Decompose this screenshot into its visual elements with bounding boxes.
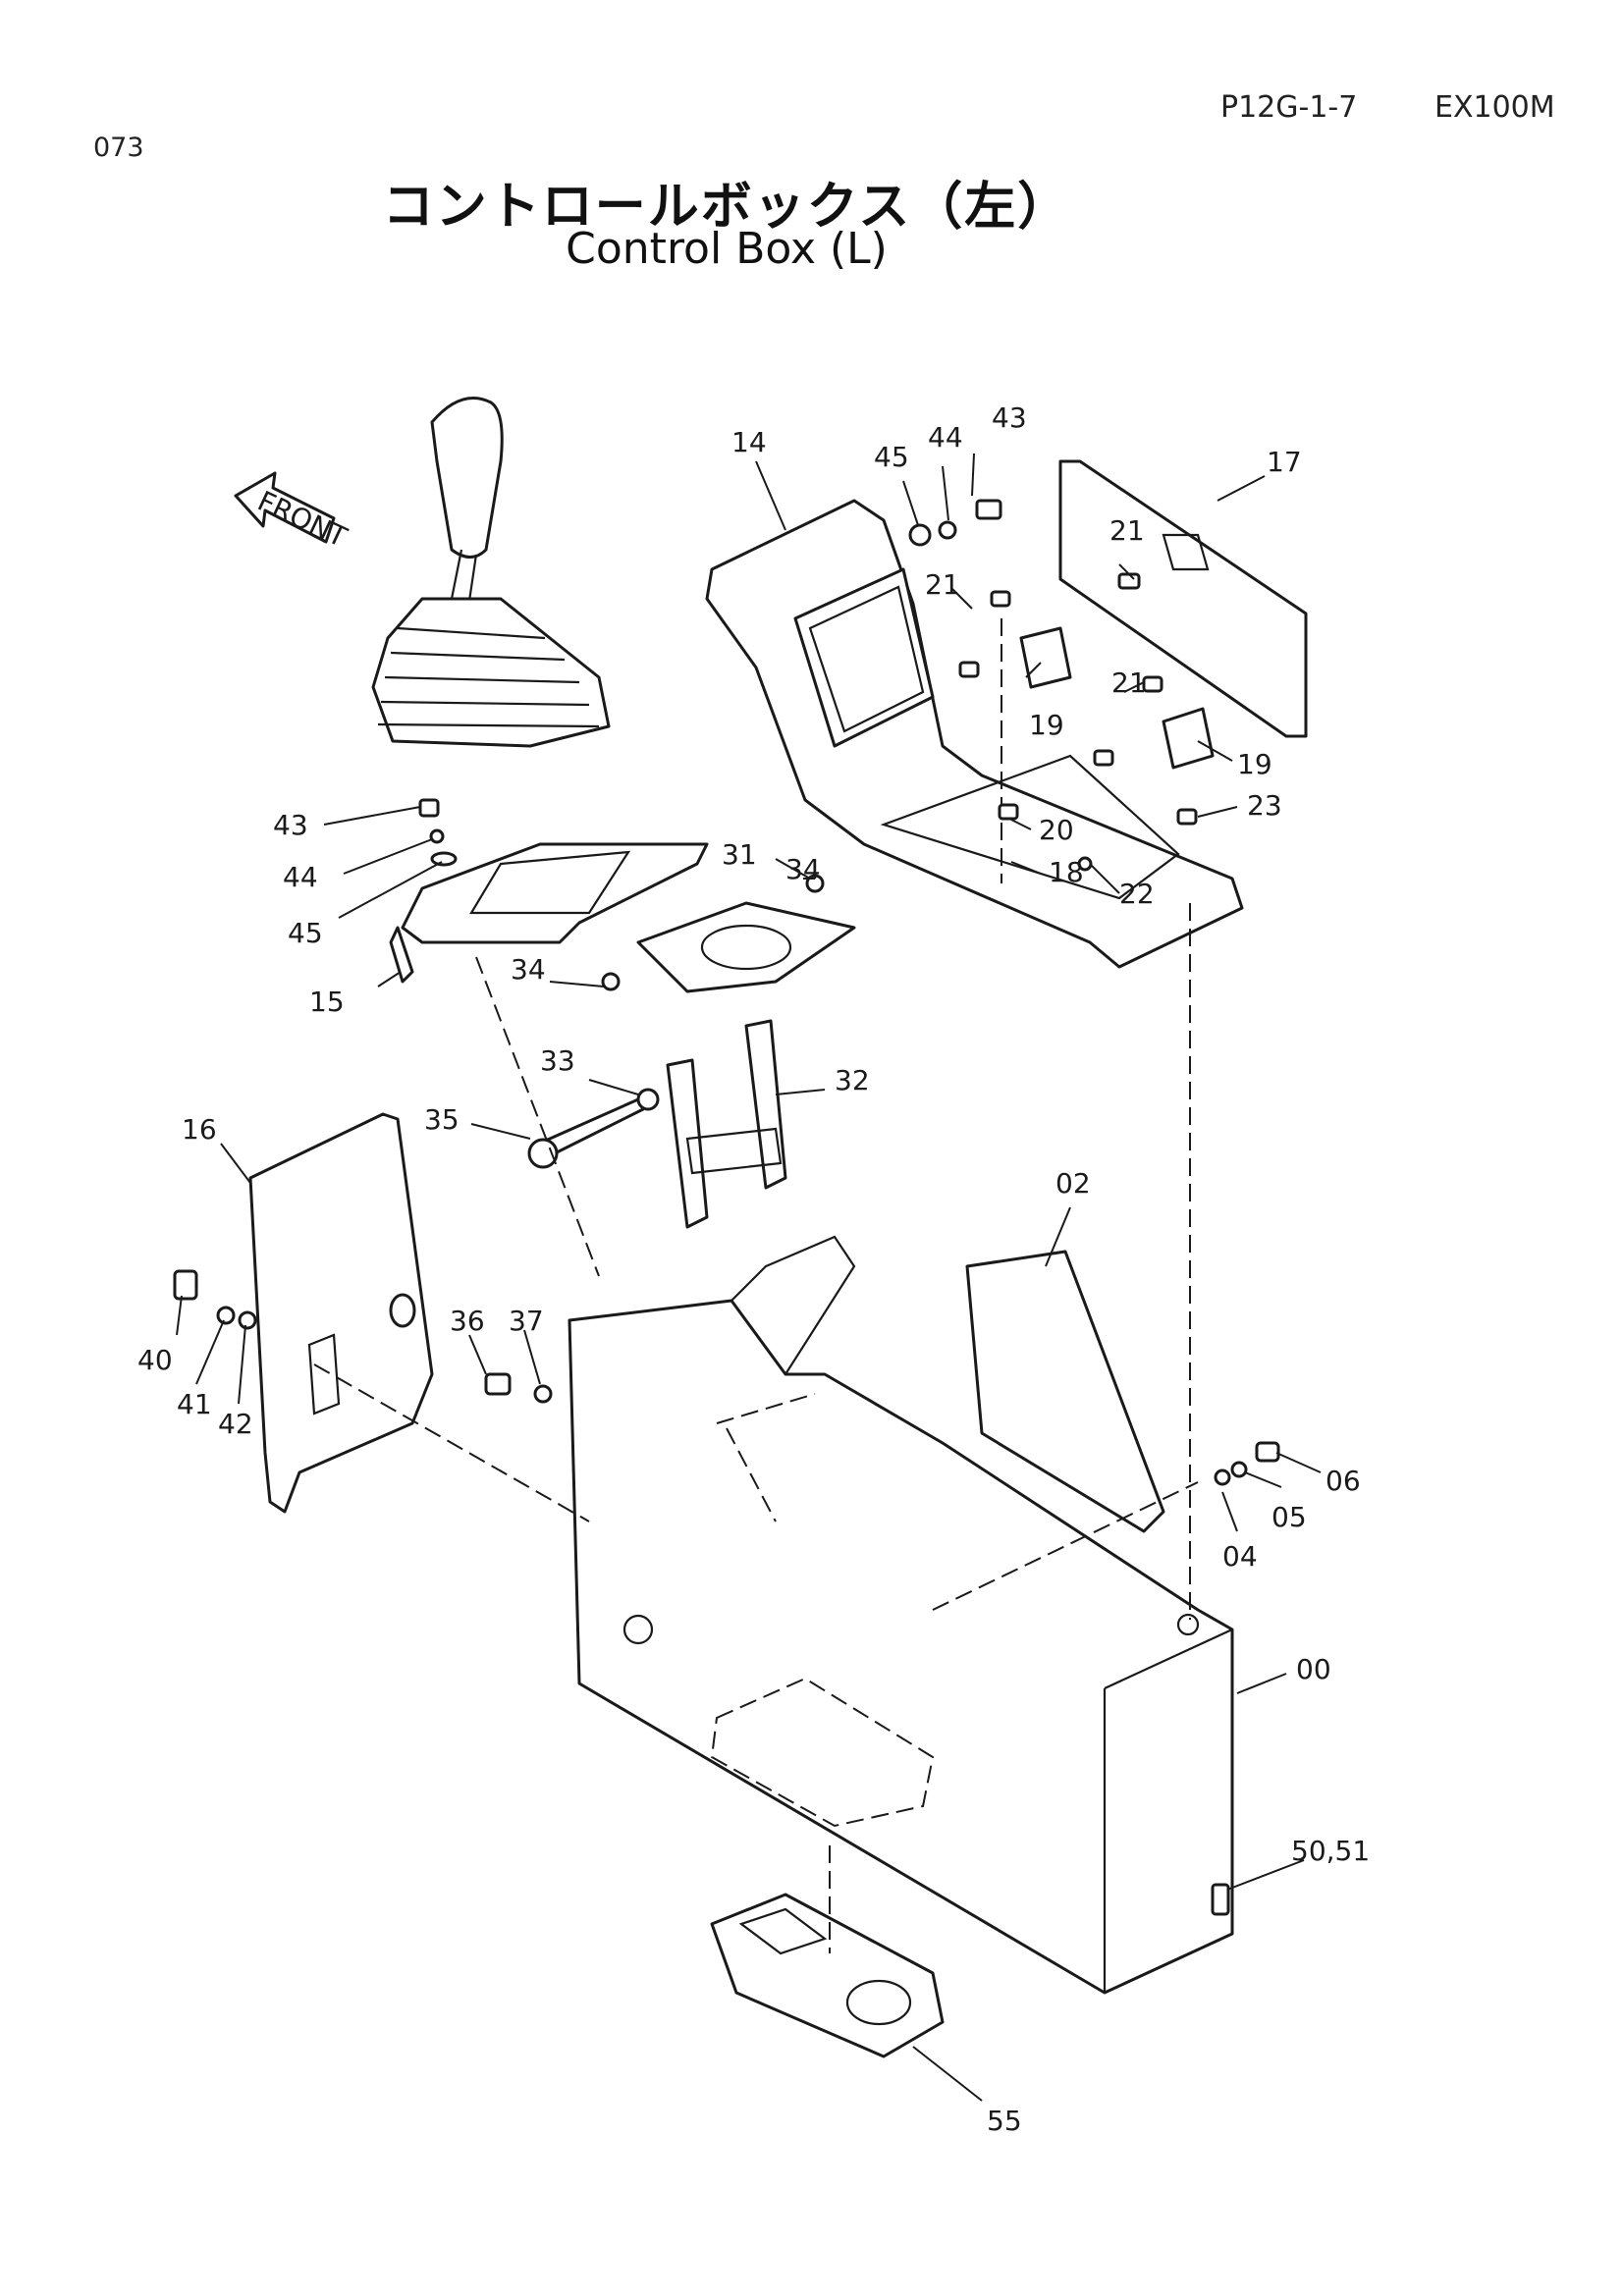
callout-15: 15: [309, 986, 345, 1018]
control-lever: [371, 397, 611, 748]
callout-43b: 43: [992, 401, 1027, 434]
callout-45b: 45: [874, 441, 909, 473]
part-19-brackets: [1019, 626, 1215, 770]
part-14-cover: [705, 499, 1244, 969]
callout-37: 37: [509, 1305, 544, 1337]
front-arrow-icon: FRONT: [234, 471, 352, 555]
callout-19a: 19: [1029, 709, 1064, 741]
callout-32: 32: [835, 1064, 870, 1096]
callout-23: 23: [1247, 789, 1282, 822]
callout-21a: 21: [1109, 514, 1145, 547]
callout-18: 18: [1049, 856, 1084, 888]
callout-40: 40: [137, 1344, 173, 1376]
callout-21b: 21: [925, 568, 960, 601]
part-17-plate: [1058, 459, 1308, 738]
callout-44a: 44: [283, 861, 318, 893]
title-japanese: コントロールボックス（左）: [382, 178, 1071, 237]
callout-16: 16: [182, 1113, 217, 1146]
callout-20: 20: [1039, 814, 1074, 846]
part-35-bolt: [527, 1097, 645, 1169]
callout-31: 31: [722, 838, 757, 871]
callout-02: 02: [1055, 1167, 1091, 1200]
part-31-plate: [636, 901, 856, 993]
callout-17: 17: [1267, 446, 1302, 478]
callout-21c: 21: [1111, 667, 1147, 699]
part-00-main-box: [568, 1235, 1234, 1995]
callout-labels: 00 02 04 05 06 14 15 16 17 18 19 19 20 2…: [137, 401, 1370, 2137]
page-number: 073: [93, 133, 144, 163]
page-code: P12G-1-7: [1220, 90, 1358, 125]
callout-22: 22: [1119, 878, 1155, 910]
callout-leaders: [176, 453, 1322, 2102]
callout-50-51: 50,51: [1291, 1835, 1370, 1867]
part-16-side-panel: [248, 1112, 434, 1514]
part-02-panel: [965, 1250, 1165, 1533]
callout-42: 42: [218, 1408, 253, 1440]
part-55-pad: [710, 1893, 945, 2058]
front-label: FRONT: [252, 485, 352, 555]
callout-41: 41: [177, 1388, 212, 1420]
model-code: EX100M: [1434, 90, 1555, 125]
callout-06: 06: [1325, 1465, 1361, 1497]
callout-36: 36: [450, 1305, 485, 1337]
callout-45a: 45: [288, 917, 323, 949]
callout-43a: 43: [273, 809, 308, 841]
callout-34b: 34: [511, 953, 546, 986]
callout-35: 35: [424, 1103, 460, 1136]
callout-44b: 44: [928, 421, 963, 454]
alignment-lines: [313, 618, 1199, 1953]
part-32-bracket: [666, 1019, 787, 1229]
callout-33: 33: [540, 1044, 575, 1077]
callout-55: 55: [987, 2105, 1022, 2137]
callout-19b: 19: [1237, 748, 1272, 780]
callout-05: 05: [1271, 1501, 1307, 1533]
callout-34a: 34: [785, 853, 821, 885]
callout-00: 00: [1296, 1653, 1331, 1685]
callout-04: 04: [1222, 1540, 1258, 1573]
title-english: Control Box (L): [566, 224, 888, 274]
callout-14: 14: [731, 426, 767, 458]
part-15-bracket: [389, 842, 709, 984]
